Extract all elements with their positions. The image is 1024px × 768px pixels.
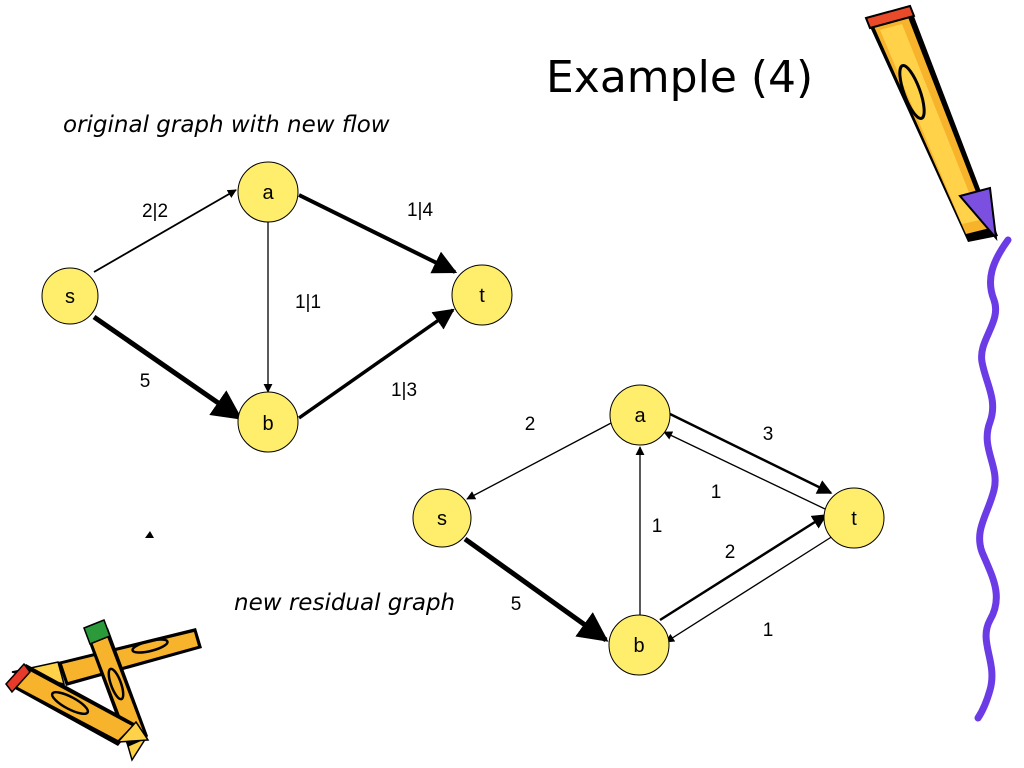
node-b [237, 391, 299, 453]
node-t-label: t [479, 285, 485, 307]
edge-s-a [93, 189, 237, 273]
pencil-icon [864, 4, 998, 242]
res-node-a-label: a [634, 405, 646, 427]
slide-title: Example (4) [546, 52, 814, 103]
res-node-s-label: s [437, 508, 447, 530]
node-s [41, 267, 99, 325]
res-edge-a-t [669, 412, 833, 495]
node-t [451, 264, 513, 326]
res-edge-a-s [466, 421, 614, 500]
res-node-a [609, 384, 671, 446]
res-node-b-label: b [633, 635, 644, 657]
edge-a-b-label: 1|1 [295, 292, 321, 313]
edge-b-t-label: 1|3 [391, 380, 417, 401]
res-edge-t-b-label: 1 [763, 620, 774, 641]
res-edge-t-a-label: 1 [711, 482, 722, 503]
caption-residual-graph: new residual graph [234, 590, 456, 616]
crossed-pencils-icon [5, 619, 202, 762]
node-a-label: a [262, 182, 274, 204]
node-a [237, 161, 299, 223]
res-edge-s-b-label: 5 [511, 594, 522, 615]
node-s-label: s [65, 286, 75, 308]
res-node-s [412, 488, 472, 548]
res-edge-t-a [663, 431, 826, 510]
res-node-b [608, 614, 670, 676]
edge-s-a-label: 2|2 [142, 201, 168, 222]
res-edge-b-t [659, 513, 828, 622]
edge-a-t-label: 1|4 [407, 200, 434, 221]
edge-a-t [298, 193, 458, 274]
node-b-label: b [262, 413, 273, 435]
caption-original-graph: original graph with new flow [63, 112, 390, 138]
res-edge-a-s-label: 2 [525, 414, 536, 435]
res-edge-b-t-label: 2 [725, 542, 736, 563]
edge-b-t [297, 308, 455, 420]
res-edge-a-t-label: 3 [763, 424, 774, 445]
res-node-t-label: t [851, 508, 857, 530]
res-node-t [823, 487, 885, 549]
res-edge-t-b [665, 535, 834, 643]
res-edge-s-b [463, 536, 609, 643]
residual-graph: s a b t 2 3 1 1 2 1 5 [412, 384, 885, 676]
original-graph: s a b t 2|2 1|4 1|1 5 1|3 [41, 161, 513, 453]
res-edge-b-a-label: 1 [652, 516, 663, 537]
edge-s-b [92, 314, 243, 421]
edge-s-b-label: 5 [140, 371, 151, 392]
wavy-border-line [974, 236, 1012, 722]
bullet-triangle-icon [145, 531, 154, 538]
